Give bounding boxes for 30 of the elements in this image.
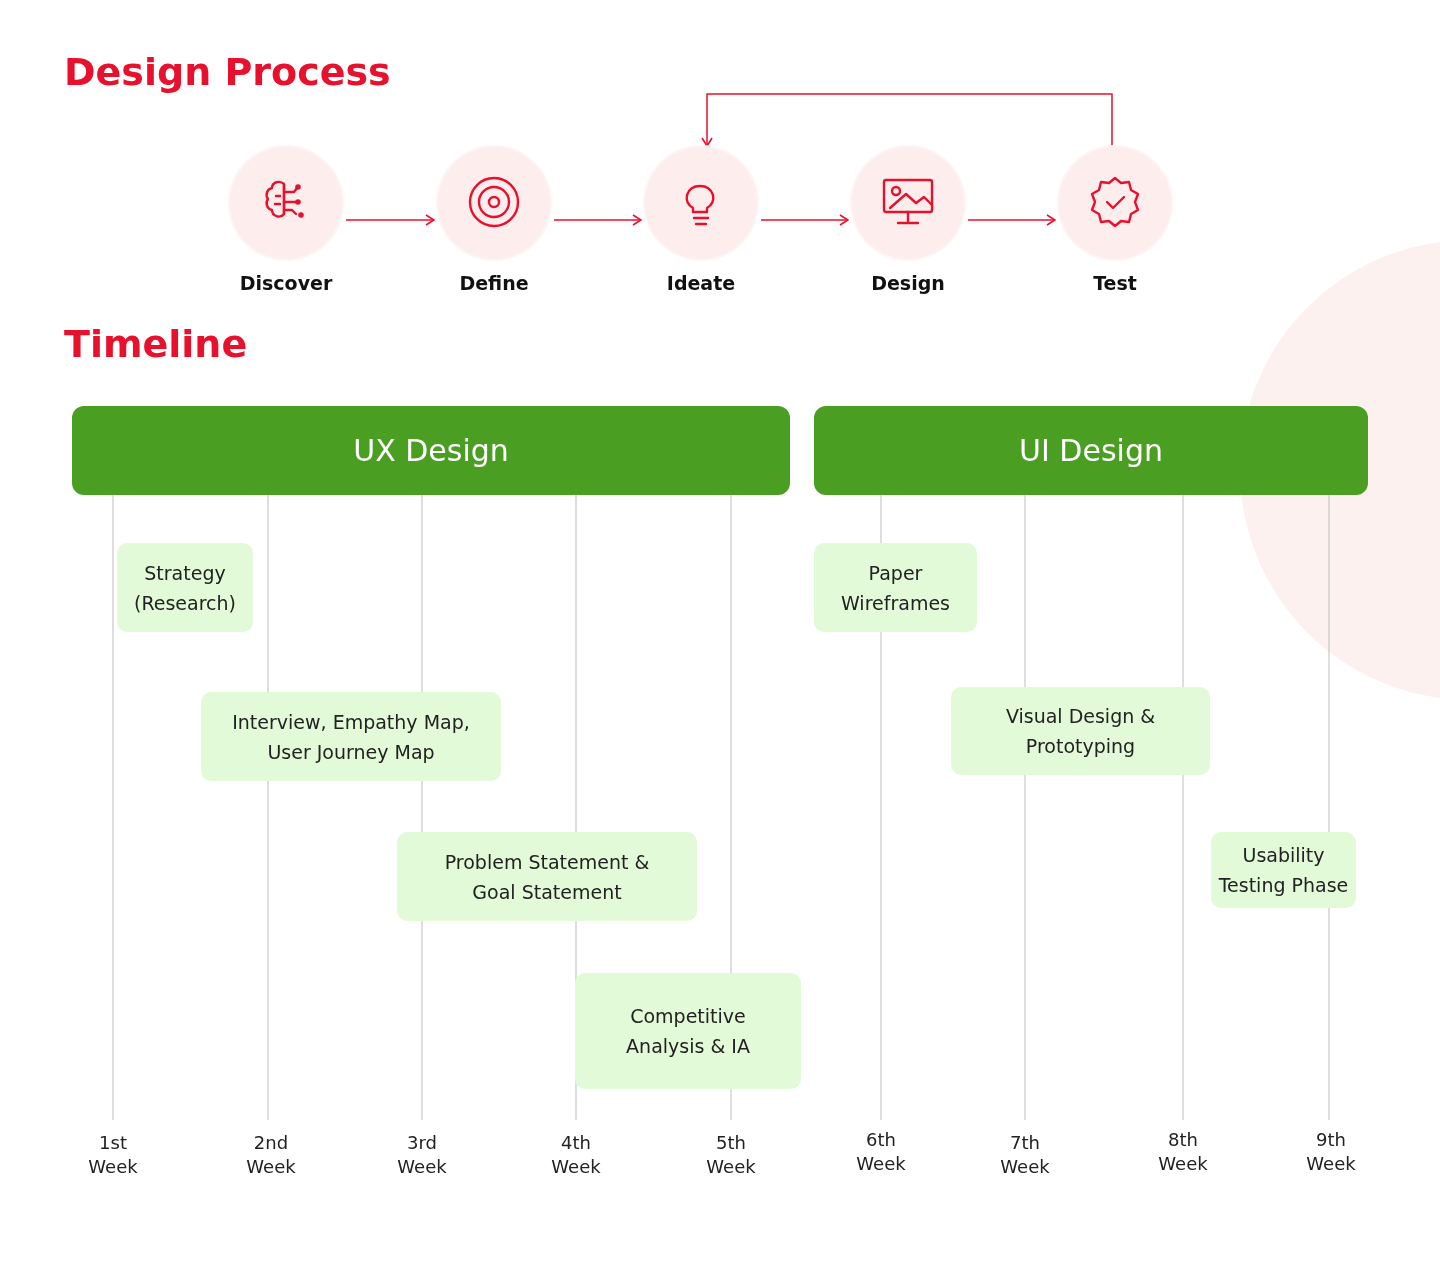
task-card: Competitive Analysis & IA <box>575 973 801 1089</box>
week-label: 3rd Week <box>396 1131 448 1179</box>
task-card: Paper Wireframes <box>814 543 977 632</box>
week-label: 8th Week <box>1157 1128 1209 1176</box>
week-label: 2nd Week <box>245 1131 297 1179</box>
phase-banner: UX Design <box>72 406 790 495</box>
section-heading: Timeline <box>64 322 248 366</box>
step-label: Define <box>458 272 530 294</box>
task-card: Visual Design & Prototyping <box>951 687 1210 775</box>
arrow <box>345 214 435 226</box>
step-label: Discover <box>238 272 334 294</box>
step-label: Test <box>1092 272 1138 294</box>
section-heading: Design Process <box>64 50 391 94</box>
phase-banner: UI Design <box>814 406 1368 495</box>
week-label: 5th Week <box>705 1131 757 1179</box>
week-label: 4th Week <box>550 1131 602 1179</box>
task-card: Interview, Empathy Map, User Journey Map <box>201 692 501 781</box>
feedback-arrow <box>701 93 1113 147</box>
step-label: Ideate <box>665 272 737 294</box>
week-label: 1st Week <box>87 1131 139 1179</box>
arrow <box>553 214 642 226</box>
arrow <box>967 214 1056 226</box>
week-label: 6th Week <box>855 1128 907 1176</box>
task-card: Usability Testing Phase <box>1211 832 1356 908</box>
arrow <box>760 214 849 226</box>
task-card: Problem Statement & Goal Statement <box>397 832 697 921</box>
step-label: Design <box>870 272 946 294</box>
week-label: 9th Week <box>1305 1128 1357 1176</box>
week-label: 7th Week <box>999 1131 1051 1179</box>
task-card: Strategy (Research) <box>117 543 253 632</box>
